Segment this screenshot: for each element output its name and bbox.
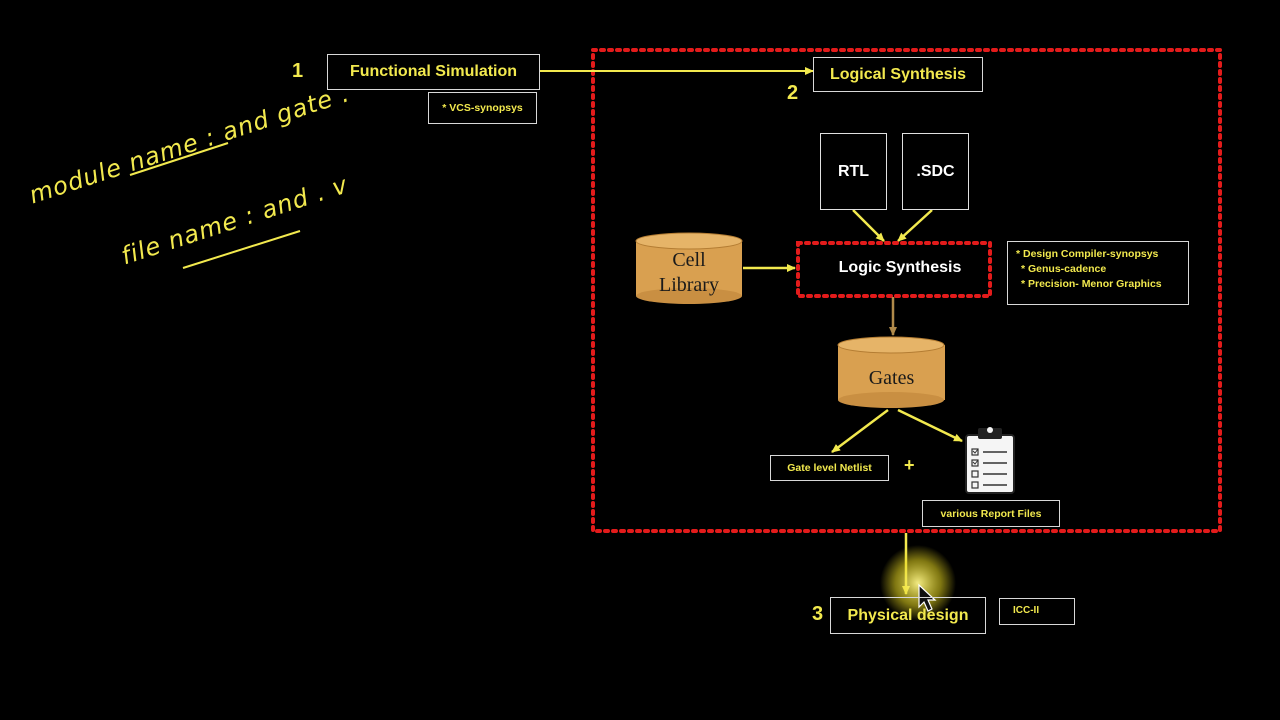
cell-library-line2: Library (659, 274, 719, 296)
functional-simulation-box: Functional Simulation (327, 54, 540, 90)
cell-library-line1: Cell (672, 249, 706, 271)
vcs-tool-box: * VCS-synopsys (428, 92, 537, 124)
cell-library-label: Cell Library (636, 248, 742, 298)
cell-library-cylinder (635, 232, 743, 304)
cursor-highlight (880, 545, 956, 621)
sdc-box: .SDC (902, 133, 969, 210)
step-number-1: 1 (292, 60, 304, 82)
synthesis-region-border (591, 48, 1222, 533)
plus-sign: + (904, 455, 915, 475)
tool-item: * Precision- Menor Graphics (1021, 278, 1162, 290)
arrow-gates-to-reports (897, 408, 963, 443)
step-number-2: 2 (787, 82, 799, 104)
logic-synthesis-label: Logic Synthesis (838, 259, 962, 276)
gate-level-netlist-box: Gate level Netlist (770, 455, 889, 481)
rtl-box: RTL (820, 133, 887, 210)
gates-label: Gates (868, 367, 915, 389)
physical-design-box: Physical design (830, 597, 986, 634)
report-files-box: various Report Files (922, 500, 1060, 527)
logical-synthesis-box: Logical Synthesis (813, 57, 983, 92)
tool-item: * Genus-cadence (1021, 263, 1107, 275)
arrow-gates-to-netlist (831, 409, 889, 453)
arrow-sdc-to-logic (897, 209, 933, 242)
logic-synthesis-border (796, 241, 992, 298)
step-number-3: 3 (812, 603, 824, 625)
mouse-pointer-icon (918, 583, 937, 612)
icc2-tool-box: ICC-II (999, 598, 1075, 625)
underline-file-name (182, 230, 301, 269)
gates-cylinder (837, 336, 945, 408)
tool-item: * Design Compiler-synopsys (1016, 248, 1159, 260)
arrow-rtl-to-logic (852, 209, 885, 242)
underline-module-name (129, 142, 229, 176)
clipboard-checklist-icon (965, 427, 1015, 494)
synthesis-tools-box: * Design Compiler-synopsys * Genus-caden… (1007, 241, 1189, 305)
